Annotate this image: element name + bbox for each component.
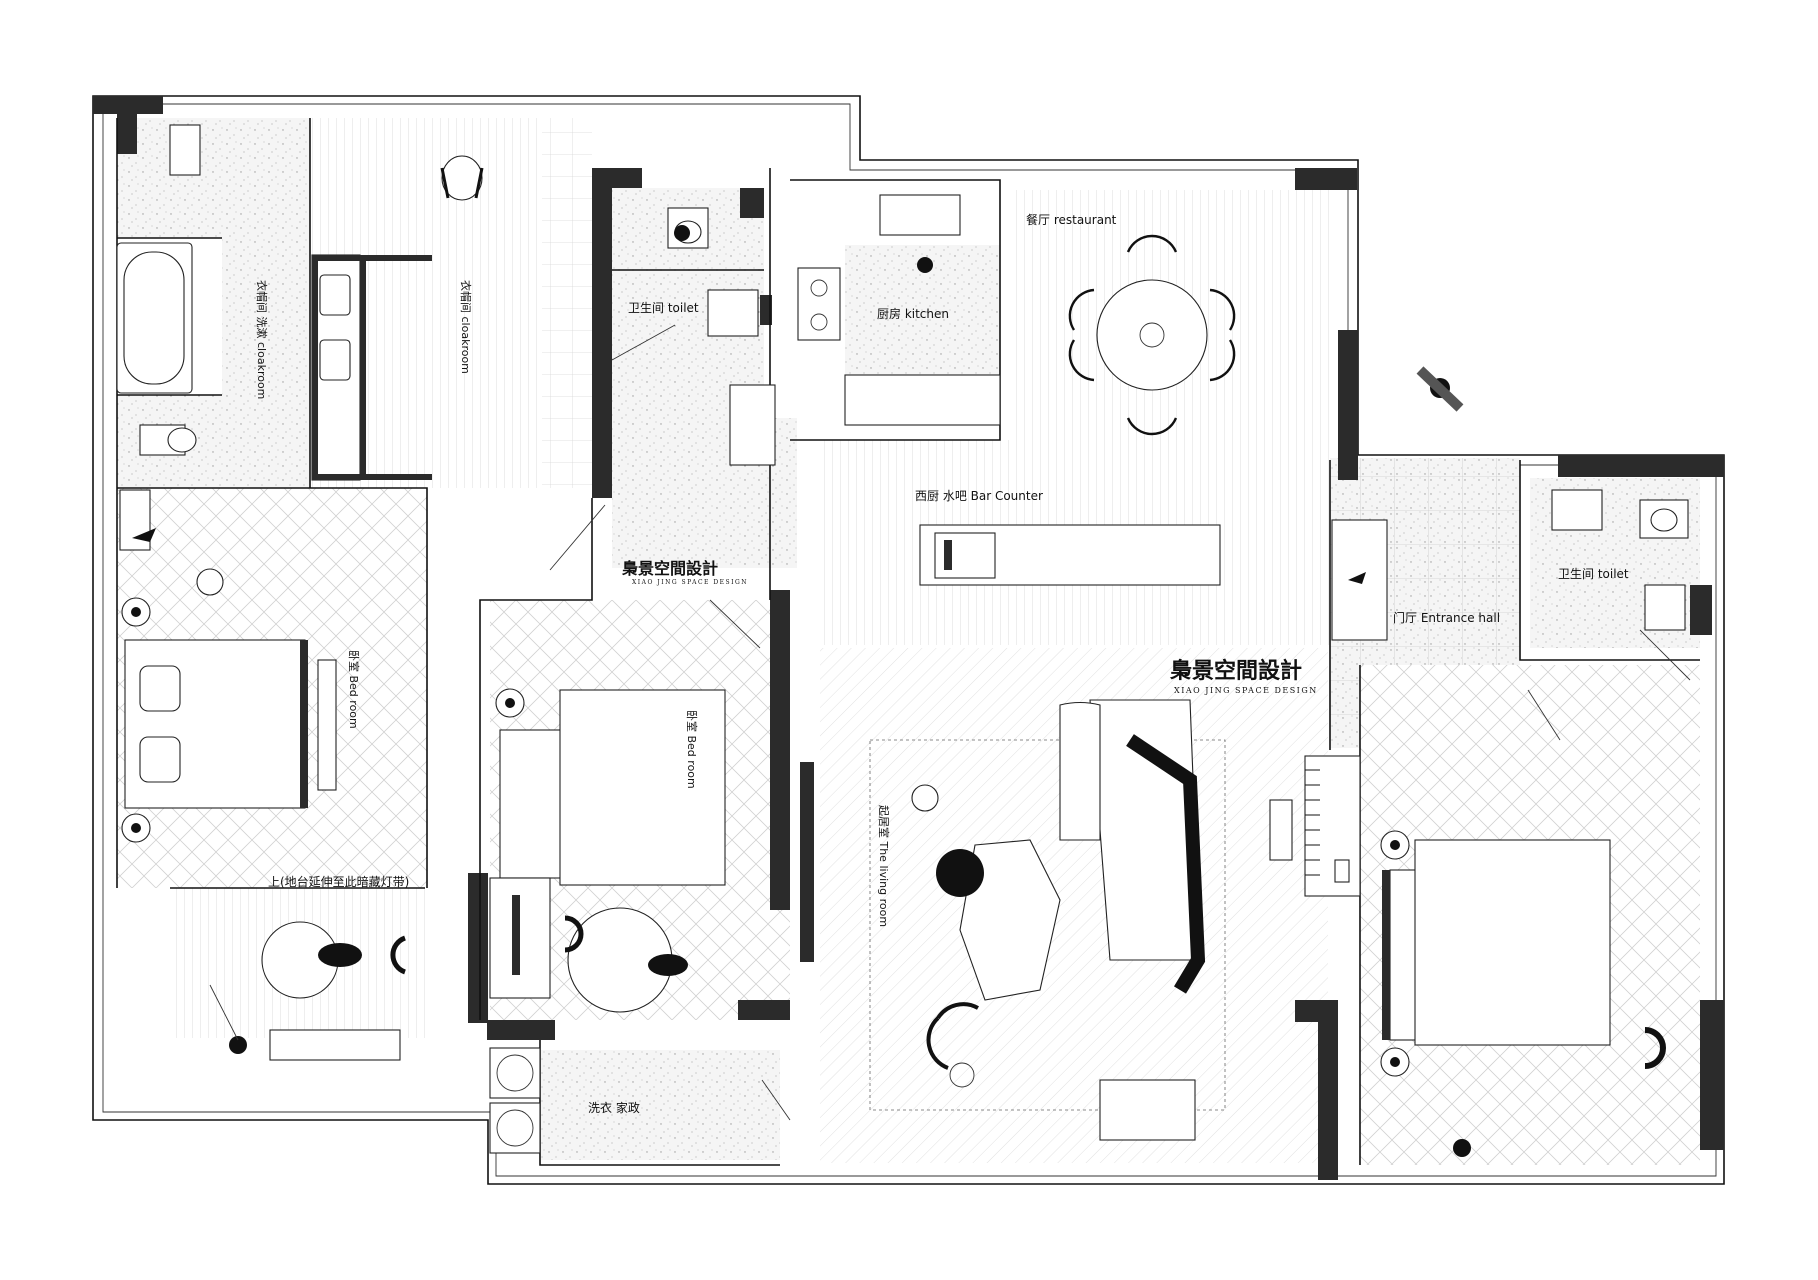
bed-icon — [499, 689, 726, 886]
bathtub-icon — [116, 242, 193, 394]
person-icon — [209, 984, 247, 1054]
brand-subtitle: XIAO JING SPACE DESIGN — [1174, 686, 1318, 695]
brand-name: 梟景空間設計 — [1169, 658, 1302, 684]
platform-note: 上(地台延伸至此暗藏灯带) — [268, 874, 409, 889]
room-label-bar: 西厨 水吧 Bar Counter — [915, 489, 1043, 503]
washer-icon — [489, 1047, 541, 1154]
figures — [132, 225, 1471, 1157]
interior-walls — [93, 96, 1724, 1180]
room-label-toilet-top: 卫生间 toilet — [628, 301, 699, 315]
plant-icon — [196, 568, 939, 812]
brand-subtitle: XIAO JING SPACE DESIGN — [632, 579, 748, 586]
brand-logo: 梟景空間設計 XIAO JING SPACE DESIGN — [1169, 658, 1318, 695]
piano-icon — [1304, 755, 1361, 897]
toilet-icon — [1639, 499, 1689, 539]
room-label-cloak-bath: 衣帽间 洗漱 cloakroom — [255, 280, 269, 399]
room-label-cloakroom: 衣帽间 cloakroom — [459, 280, 473, 374]
room-label-restaurant: 餐厅 restaurant — [1026, 212, 1117, 227]
brand-logo: 梟景空間設計 XIAO JING SPACE DESIGN — [621, 559, 748, 586]
sofa-icon — [1059, 699, 1206, 994]
bed-icon — [124, 639, 337, 809]
room-label-kitchen: 厨房 kitchen — [877, 306, 949, 321]
room-label-entrance: 门厅 Entrance hall — [1393, 610, 1500, 625]
dog-icon — [318, 943, 362, 967]
dining-table-icon — [1068, 234, 1236, 436]
person-icon — [1453, 1139, 1471, 1157]
person-icon — [917, 257, 933, 273]
lamp-icon — [132, 528, 1366, 584]
brand-name: 梟景空間設計 — [621, 559, 718, 578]
room-label-living: 起居室 The living room — [877, 805, 891, 927]
room-label-laundry: 洗衣 家政 — [588, 1100, 640, 1115]
person-icon — [674, 225, 690, 241]
bed-icon — [1382, 839, 1611, 1046]
furniture — [116, 124, 1689, 1154]
chair-icon — [440, 155, 484, 201]
doors — [549, 324, 1691, 1121]
room-labels: 衣帽间 洗漱 cloakroom 衣帽间 cloakroom 卫生间 toile… — [255, 212, 1629, 1115]
room-label-toilet-right: 卫生间 toilet — [1558, 567, 1629, 581]
dog-icon — [648, 954, 688, 976]
room-label-bedroom-mid: 卧室 Bed room — [685, 710, 699, 789]
person-icon — [1416, 366, 1464, 412]
room-label-bedroom-left: 卧室 Bed room — [347, 650, 361, 729]
toilet-icon — [139, 424, 197, 456]
sink-icon — [311, 254, 432, 481]
stove-icon — [797, 267, 841, 341]
